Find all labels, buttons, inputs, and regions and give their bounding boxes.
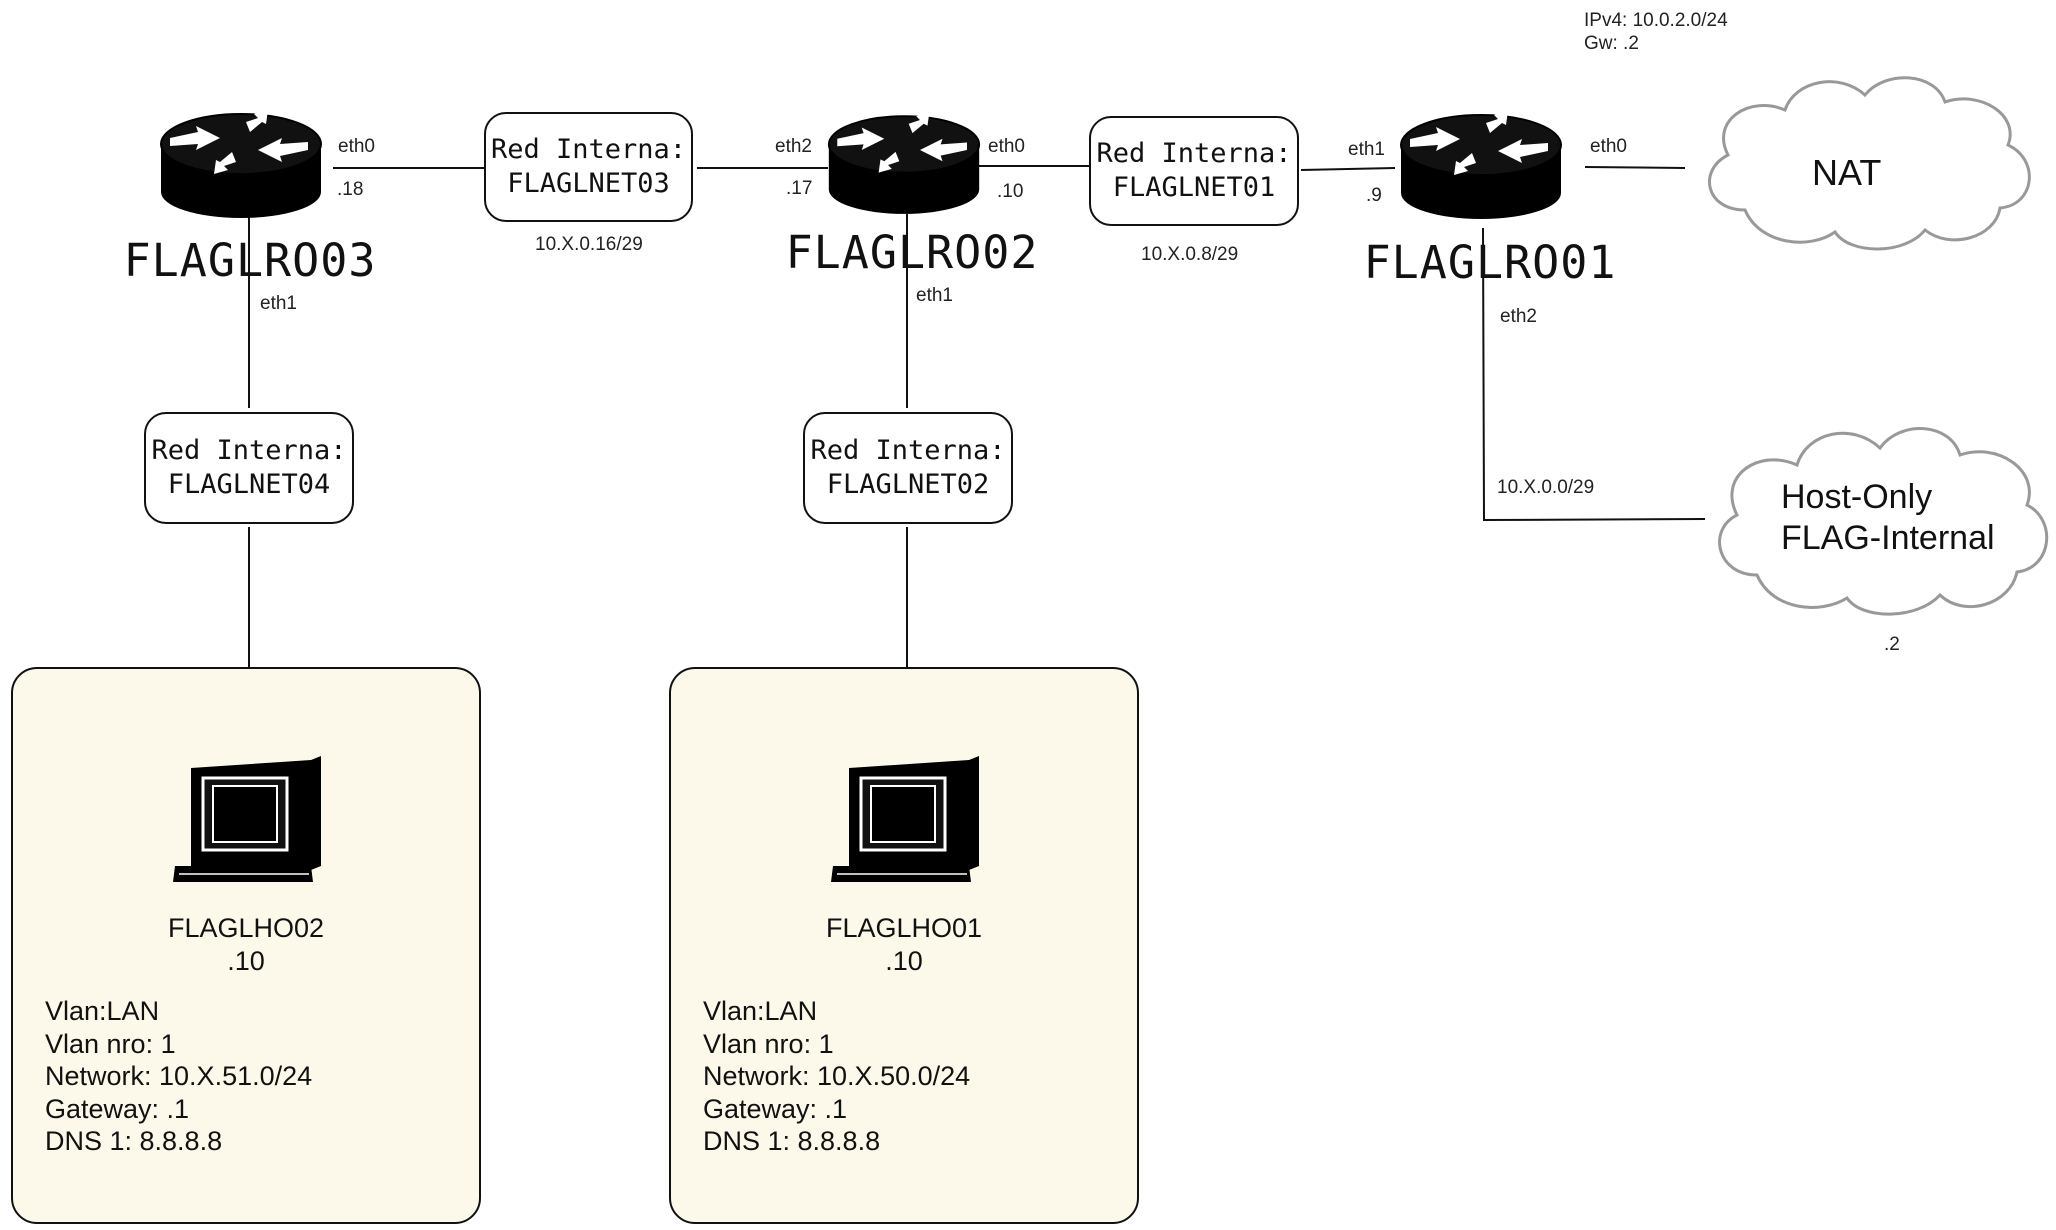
subnet-flaglnet03: 10.X.0.16/29 <box>535 234 643 255</box>
detail-gateway: Gateway: .1 <box>703 1093 848 1124</box>
hostonly-ip: .2 <box>1884 634 1900 655</box>
network-name: FLAGLNET03 <box>507 168 670 199</box>
detail-dns: DNS 1: 8.8.8.8 <box>703 1126 881 1156</box>
link-net01-r01 <box>1300 167 1396 171</box>
detail-vlan-nro: Vlan nro: 1 <box>703 1028 834 1059</box>
network-type: Red Interna: <box>810 435 1006 466</box>
iface-r02-eth2-ip: .17 <box>786 178 813 199</box>
host-details: Vlan:LAN Vlan nro: 1 Network: 10.X.50.0/… <box>703 995 970 1158</box>
host-details: Vlan:LAN Vlan nro: 1 Network: 10.X.51.0/… <box>45 995 312 1158</box>
iface-r02-eth1: eth1 <box>916 285 953 306</box>
detail-gateway: Gateway: .1 <box>45 1093 190 1124</box>
iface-r02-eth0-ip: .10 <box>997 181 1024 202</box>
host-name: FLAGLHO01 <box>825 913 983 943</box>
network-box-flaglnet01[interactable]: Red Interna: FLAGLNET01 <box>1089 116 1299 226</box>
network-name: FLAGLNET02 <box>826 469 990 500</box>
hostonly-label: Host-Only FLAG-Internal <box>1781 477 1995 559</box>
detail-dns: DNS 1: 8.8.8.8 <box>45 1126 223 1156</box>
computer-icon <box>831 756 979 882</box>
iface-r01-eth2: eth2 <box>1500 306 1537 327</box>
host-ip: .10 <box>227 946 265 976</box>
network-name: FLAGLNET04 <box>167 469 331 500</box>
subnet-hostonly: 10.X.0.0/29 <box>1497 477 1595 498</box>
nat-cloud <box>1708 76 2031 251</box>
nat-label: NAT <box>1812 152 1882 193</box>
network-type: Red Interna: <box>490 134 687 165</box>
router-name-flaglro01: FLAGLRO01 <box>1363 236 1617 289</box>
iface-r01-eth0: eth0 <box>1590 136 1627 157</box>
computer-icon <box>173 756 321 882</box>
router-icon[interactable] <box>826 112 982 220</box>
detail-vlan: Vlan:LAN <box>45 996 160 1026</box>
detail-vlan-nro: Vlan nro: 1 <box>45 1028 176 1059</box>
link-r01-nat <box>1584 166 1686 169</box>
iface-r01-eth1: eth1 <box>1348 139 1385 160</box>
detail-vlan: Vlan:LAN <box>703 996 818 1026</box>
router-icon[interactable] <box>1398 112 1564 224</box>
link-r01-hostonly <box>1482 227 1706 522</box>
host-name: FLAGLHO02 <box>167 913 325 943</box>
network-box-flaglnet04[interactable]: Red Interna: FLAGLNET04 <box>144 412 354 524</box>
detail-network: Network: 10.X.51.0/24 <box>45 1061 313 1091</box>
iface-r03-eth1: eth1 <box>260 293 297 314</box>
router-icon[interactable] <box>158 112 324 222</box>
hostonly-cloud <box>1718 427 2049 616</box>
network-name: FLAGLNET01 <box>1112 172 1276 203</box>
detail-network: Network: 10.X.50.0/24 <box>703 1061 971 1091</box>
hostonly-line2: FLAG-Internal <box>1781 519 1995 557</box>
network-type: Red Interna: <box>1096 138 1292 169</box>
nat-ipv4: IPv4: 10.0.2.0/24 <box>1584 10 1728 31</box>
hostonly-line1: Host-Only <box>1781 478 1933 516</box>
nat-gateway: Gw: .2 <box>1584 33 1639 54</box>
network-box-flaglnet03[interactable]: Red Interna: FLAGLNET03 <box>484 112 693 222</box>
iface-r01-eth1-ip: .9 <box>1366 185 1382 206</box>
router-name-flaglro03: FLAGLRO03 <box>123 234 377 287</box>
subnet-flaglnet01: 10.X.0.8/29 <box>1141 244 1239 265</box>
host-ip: .10 <box>885 946 923 976</box>
iface-r03-eth0: eth0 <box>338 136 375 157</box>
iface-r03-eth0-ip: .18 <box>337 179 364 200</box>
router-name-flaglro02: FLAGLRO02 <box>785 226 1039 279</box>
iface-r02-eth0: eth0 <box>988 136 1025 157</box>
iface-r02-eth2: eth2 <box>775 136 812 157</box>
network-box-flaglnet02[interactable]: Red Interna: FLAGLNET02 <box>803 412 1013 524</box>
network-type: Red Interna: <box>151 435 347 466</box>
host-box-flaglho02[interactable]: FLAGLHO02 .10 Vlan:LAN Vlan nro: 1 Netwo… <box>11 667 481 1224</box>
host-box-flaglho01[interactable]: FLAGLHO01 .10 Vlan:LAN Vlan nro: 1 Netwo… <box>669 667 1139 1224</box>
